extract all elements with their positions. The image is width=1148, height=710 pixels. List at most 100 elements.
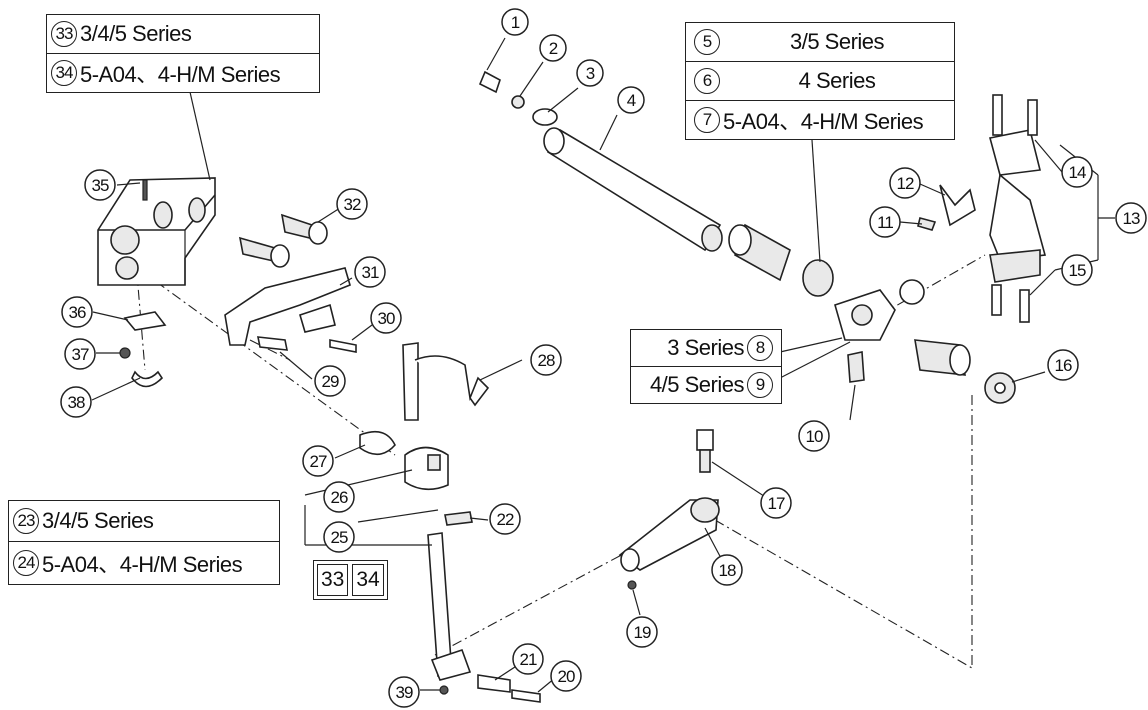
legend-text: 5-A04、4-H/M Series <box>723 109 924 134</box>
yoke-joint <box>834 279 1016 404</box>
callout-39: 39 <box>388 676 420 708</box>
callout-28: 28 <box>530 344 562 376</box>
vertical-shaft <box>359 342 541 703</box>
part-number-badge: 24 <box>13 550 39 576</box>
callout-29: 29 <box>314 365 346 397</box>
callout-27: 27 <box>302 445 334 477</box>
svg-text:16: 16 <box>1055 356 1072 375</box>
connecting-rod <box>917 94 1047 323</box>
legend-text: 5-A04、4-H/M Series <box>80 62 281 87</box>
callout-35: 35 <box>84 169 116 201</box>
svg-text:25: 25 <box>331 528 348 547</box>
callout-38: 38 <box>60 386 92 418</box>
small-parts-left <box>119 311 167 388</box>
callout-16: 16 <box>1047 349 1079 381</box>
legend-row: 24 5-A04、4-H/M Series <box>9 541 279 584</box>
housing-block <box>97 177 216 286</box>
legend-row: 3 Series 8 <box>631 330 781 366</box>
svg-text:21: 21 <box>520 650 537 669</box>
callout-22: 22 <box>489 503 521 535</box>
svg-text:3: 3 <box>586 64 595 83</box>
legend-row: 5 3/5 Series <box>686 23 954 61</box>
lever-arm <box>618 429 720 590</box>
callout-17: 17 <box>760 487 792 519</box>
legend-top-left: 33 3/4/5 Series 34 5-A04、4-H/M Series <box>46 14 320 93</box>
svg-text:36: 36 <box>69 303 86 322</box>
svg-text:13: 13 <box>1123 209 1140 228</box>
callout-13: 13 <box>1115 202 1147 234</box>
part-number-badge: 8 <box>747 335 773 361</box>
callout-3: 3 <box>576 59 604 87</box>
svg-text:19: 19 <box>634 623 651 642</box>
svg-text:35: 35 <box>92 176 109 195</box>
svg-text:39: 39 <box>396 683 413 702</box>
legend-text: 3/4/5 Series <box>42 508 154 533</box>
reference-part-33: 33 <box>317 564 349 596</box>
svg-text:22: 22 <box>497 510 514 529</box>
callout-12: 12 <box>889 167 921 199</box>
svg-text:38: 38 <box>68 393 85 412</box>
part-number-badge: 9 <box>747 372 773 398</box>
legend-text: 3/5 Series <box>789 29 885 54</box>
callout-11: 11 <box>869 206 901 238</box>
legend-row: 23 3/4/5 Series <box>9 501 279 541</box>
legend-text: 4/5 Series <box>649 372 745 397</box>
svg-text:27: 27 <box>310 452 327 471</box>
part-number-badge: 5 <box>694 29 720 55</box>
svg-text:29: 29 <box>322 372 339 391</box>
part-number-badge: 6 <box>694 68 720 94</box>
svg-text:12: 12 <box>897 174 914 193</box>
part-number-badge: 33 <box>51 21 77 47</box>
bracket-plate <box>224 267 357 353</box>
legend-row: 34 5-A04、4-H/M Series <box>47 53 319 92</box>
svg-text:10: 10 <box>806 427 823 446</box>
svg-text:17: 17 <box>768 494 785 513</box>
callout-25: 25 <box>323 521 355 553</box>
reference-part-34: 34 <box>352 564 384 596</box>
callout-15: 15 <box>1061 254 1093 286</box>
svg-text:1: 1 <box>511 13 520 32</box>
legend-text: 4 Series <box>798 68 876 93</box>
callout-19: 19 <box>626 616 658 648</box>
callout-21: 21 <box>512 643 544 675</box>
legend-row: 33 3/4/5 Series <box>47 15 319 53</box>
svg-text:26: 26 <box>331 488 348 507</box>
callout-30: 30 <box>370 302 402 334</box>
svg-text:2: 2 <box>549 39 558 58</box>
legend-text: 3/4/5 Series <box>80 21 192 46</box>
svg-text:30: 30 <box>378 309 395 328</box>
legend-row: 4/5 Series 9 <box>631 366 781 403</box>
callout-26: 26 <box>323 481 355 513</box>
part-number-badge: 23 <box>13 508 39 534</box>
part-number-badge: 7 <box>694 107 720 133</box>
svg-text:31: 31 <box>362 263 379 282</box>
legend-text: 3 Series <box>667 335 744 360</box>
legend-row: 7 5-A04、4-H/M Series <box>686 100 954 139</box>
callout-1: 1 <box>501 8 529 36</box>
legend-text: 5-A04、4-H/M Series <box>42 552 243 577</box>
callout-4: 4 <box>617 86 645 114</box>
part-number-badge: 34 <box>51 60 77 86</box>
callout-31: 31 <box>354 256 386 288</box>
svg-text:18: 18 <box>719 561 736 580</box>
svg-text:20: 20 <box>558 667 575 686</box>
callout-36: 36 <box>61 296 93 328</box>
legend-bottom-left-refs: 33 34 <box>313 560 388 600</box>
svg-text:32: 32 <box>344 195 361 214</box>
svg-text:15: 15 <box>1069 261 1086 280</box>
callout-2: 2 <box>539 34 567 62</box>
callout-10: 10 <box>798 420 830 452</box>
svg-text:28: 28 <box>538 351 555 370</box>
callout-18: 18 <box>711 554 743 586</box>
legend-top-right: 5 3/5 Series 6 4 Series 7 5-A04、4-H/M Se… <box>685 22 955 140</box>
main-shaft <box>478 70 834 297</box>
svg-text:4: 4 <box>627 91 636 110</box>
screws <box>238 213 328 268</box>
callout-32: 32 <box>336 188 368 220</box>
legend-middle-right: 3 Series 8 4/5 Series 9 <box>630 329 782 404</box>
callout-20: 20 <box>550 660 582 692</box>
legend-row: 6 4 Series <box>686 61 954 100</box>
svg-text:37: 37 <box>72 345 89 364</box>
callout-37: 37 <box>64 338 96 370</box>
